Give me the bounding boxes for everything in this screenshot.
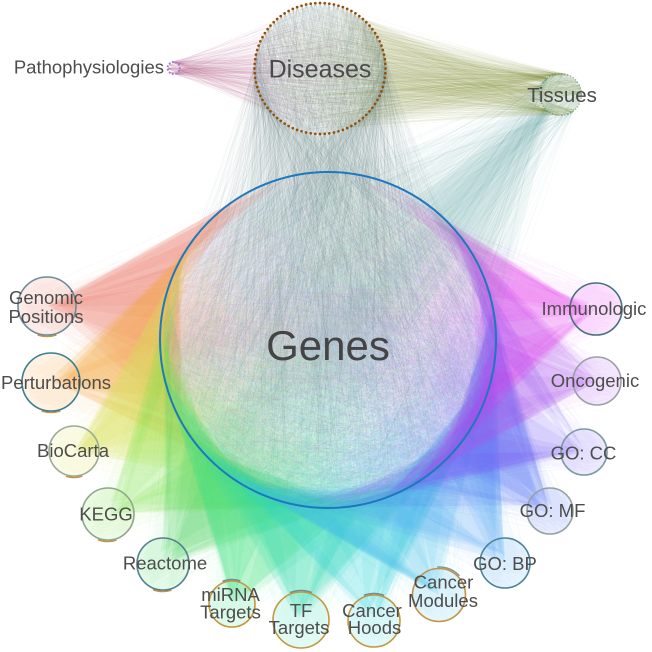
svg-text:Immunologic: Immunologic [542,298,647,319]
svg-text:BioCarta: BioCarta [37,440,110,461]
svg-text:Positions: Positions [8,306,83,327]
svg-text:Modules: Modules [408,590,478,611]
svg-text:GO: CC: GO: CC [551,443,617,464]
svg-text:Pathophysiologies: Pathophysiologies [14,57,164,78]
svg-text:Cancer: Cancer [342,600,402,621]
svg-text:GO: BP: GO: BP [473,553,537,574]
svg-text:TF: TF [290,600,313,621]
svg-text:Reactome: Reactome [123,553,207,574]
svg-text:Diseases: Diseases [269,56,372,84]
svg-text:Genomic: Genomic [9,287,83,308]
svg-text:Cancer: Cancer [414,572,474,593]
svg-text:Targets: Targets [200,602,261,623]
svg-text:miRNA: miRNA [201,584,260,605]
svg-text:Perturbations: Perturbations [1,372,111,393]
svg-text:Targets: Targets [269,617,330,638]
svg-text:GO: MF: GO: MF [520,500,586,521]
svg-text:Oncogenic: Oncogenic [551,370,639,391]
svg-text:Tissues: Tissues [527,84,597,107]
svg-text:KEGG: KEGG [79,504,132,525]
svg-text:Hoods: Hoods [348,617,401,638]
svg-text:Genes: Genes [266,322,390,369]
